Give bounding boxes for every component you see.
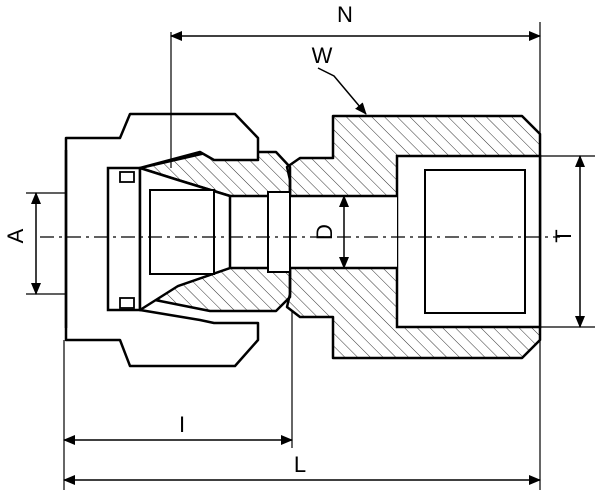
label-I: I bbox=[179, 412, 185, 437]
label-W: W bbox=[312, 43, 333, 68]
extension-lines bbox=[26, 22, 595, 490]
dimension-lines bbox=[31, 31, 585, 485]
label-T: T bbox=[551, 229, 576, 242]
label-N: N bbox=[337, 2, 353, 27]
dim-W-leader bbox=[317, 67, 367, 115]
dimension-labels: N W A D T I L bbox=[3, 2, 576, 477]
tube-end bbox=[267, 191, 291, 273]
label-L: L bbox=[294, 452, 306, 477]
label-D: D bbox=[312, 224, 337, 240]
tube-outline bbox=[149, 189, 215, 275]
label-A: A bbox=[3, 228, 28, 243]
back-ferrule bbox=[106, 166, 142, 312]
tube-and-ferrules bbox=[106, 166, 291, 312]
thread-bore bbox=[424, 169, 526, 314]
